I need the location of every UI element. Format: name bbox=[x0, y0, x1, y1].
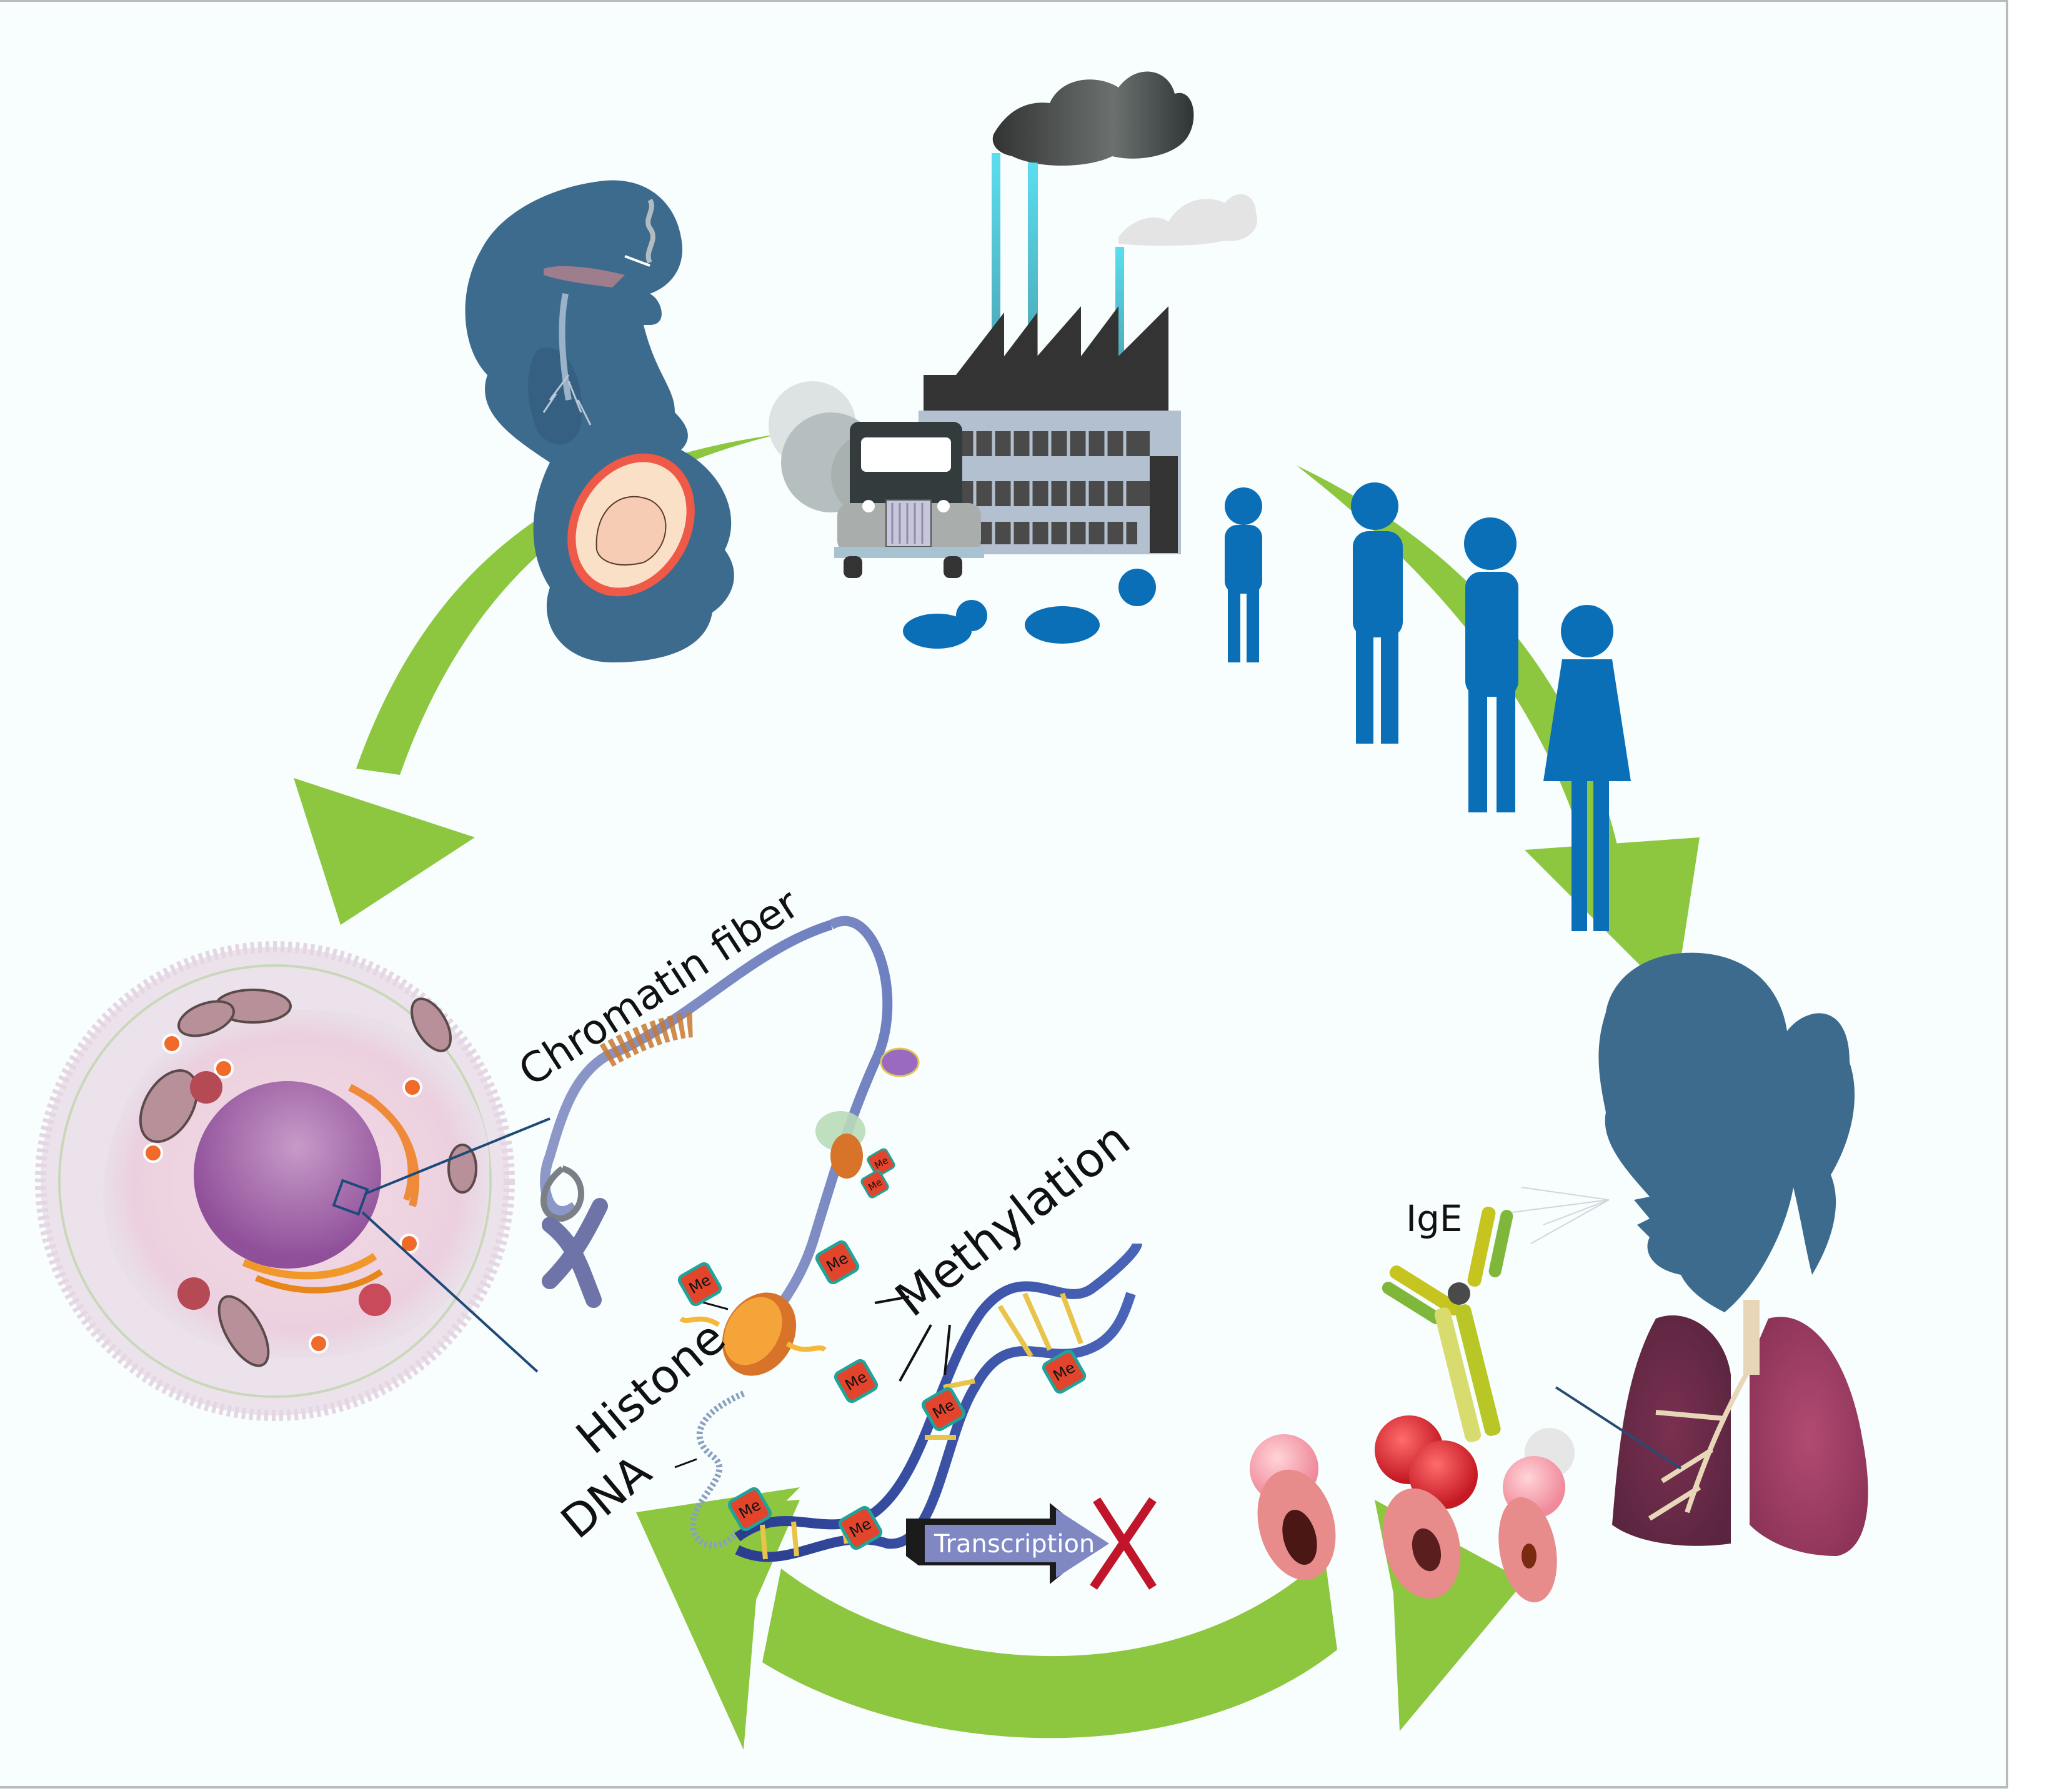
methyl-tag: Me bbox=[1042, 1349, 1087, 1394]
methyl-tag: Me bbox=[867, 1148, 895, 1177]
leader-line bbox=[674, 1458, 697, 1469]
vesicles bbox=[143, 1034, 422, 1354]
nucleus bbox=[194, 1081, 381, 1269]
nucleosome-histone bbox=[679, 1292, 827, 1376]
transcription-blocked: Transcription bbox=[906, 1497, 1157, 1590]
factory-pollution bbox=[769, 71, 1257, 578]
lungs-icon bbox=[1612, 1300, 1868, 1556]
dark-smoke-cloud bbox=[992, 71, 1194, 166]
airways-icon bbox=[1250, 1415, 1575, 1603]
zoom-pointer-line bbox=[361, 1211, 539, 1373]
factory-sawtooth-roof bbox=[924, 306, 1168, 412]
methyl-tag: Me bbox=[834, 1359, 879, 1404]
zoom-pointer-line bbox=[365, 1117, 550, 1195]
toddler-icon bbox=[1225, 487, 1262, 662]
zoom-box bbox=[332, 1179, 369, 1216]
fetus-icon bbox=[595, 496, 667, 566]
methyl-tag: Me bbox=[860, 1170, 889, 1199]
baby-lying-icon bbox=[903, 600, 987, 649]
methyl-tag: Me bbox=[677, 1262, 722, 1307]
girl-icon bbox=[1543, 605, 1631, 931]
label-histone: Histone bbox=[566, 1310, 735, 1465]
pregnant-mother-smoking bbox=[465, 180, 734, 662]
label-chromatin-fiber: Chromatin fiber bbox=[511, 879, 808, 1096]
chromosome-icon bbox=[542, 1198, 608, 1308]
child-icon bbox=[1351, 482, 1403, 744]
block-x-icon bbox=[1090, 1497, 1157, 1590]
methyl-tag: Me bbox=[815, 1240, 860, 1285]
girl-head-profile bbox=[1512, 952, 1855, 1312]
lung-branches-icon bbox=[542, 374, 592, 426]
cell-icon bbox=[35, 941, 550, 1421]
methyl-tag: Me bbox=[727, 1487, 772, 1532]
methyl-tag: Me bbox=[838, 1505, 883, 1550]
factory-door bbox=[1150, 456, 1178, 553]
children-silhouettes bbox=[903, 482, 1631, 931]
label-ige: IgE bbox=[1406, 1197, 1463, 1240]
leader-line bbox=[899, 1324, 932, 1382]
zoom-pointer-line bbox=[1555, 1386, 1682, 1470]
factory-windows bbox=[956, 431, 1150, 544]
leader-line bbox=[874, 1295, 910, 1304]
truck-icon bbox=[834, 422, 984, 578]
dna-strand-thin bbox=[690, 1390, 745, 1549]
mitochondria bbox=[139, 989, 477, 1367]
baby-crawling-icon bbox=[1025, 569, 1156, 644]
transcription-arrow bbox=[925, 1509, 1109, 1578]
ige-antibody-icon bbox=[1382, 1206, 1682, 1470]
leader-line bbox=[944, 1324, 951, 1375]
methyl-tag: Me bbox=[921, 1387, 966, 1432]
cigarette-smoke-icon bbox=[624, 198, 655, 267]
label-methylation: Methylation bbox=[885, 1111, 1140, 1327]
transcription-label: Transcription bbox=[934, 1530, 1095, 1559]
light-smoke-cloud bbox=[1118, 194, 1257, 246]
methyl-tags: Me Me Me Me Me Me Me Me Me bbox=[677, 1148, 1087, 1550]
breath-lines bbox=[1512, 1187, 1610, 1244]
boy-icon bbox=[1464, 517, 1518, 812]
